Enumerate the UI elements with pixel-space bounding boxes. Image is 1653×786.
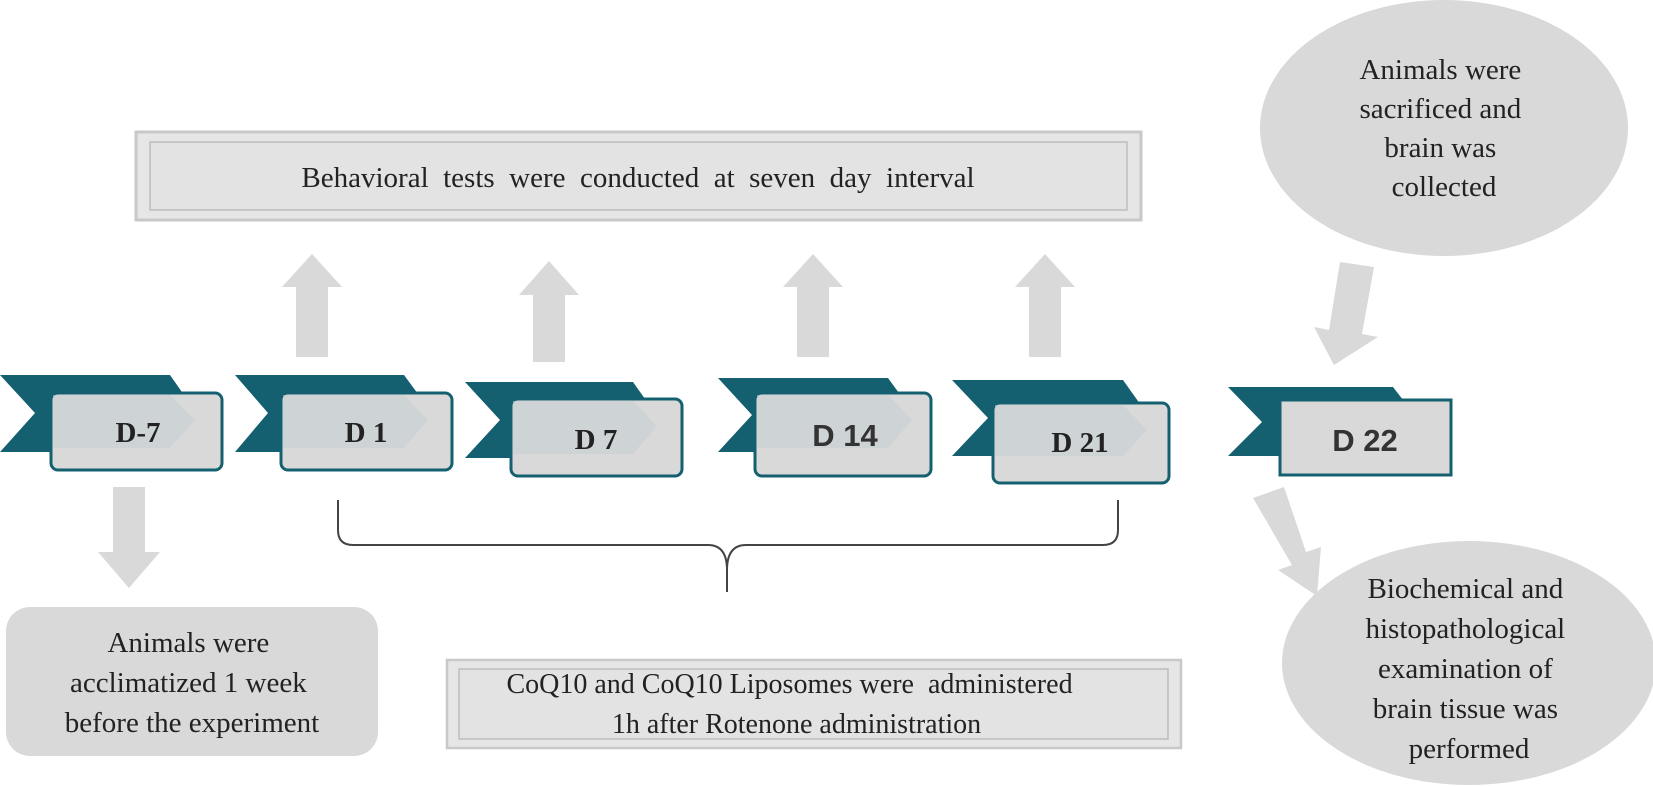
down-right-arrow-icon bbox=[1253, 487, 1321, 596]
day-label: D-7 bbox=[115, 417, 160, 449]
day-marker-d14: D 14 bbox=[718, 378, 933, 478]
exam-ellipse: Biochemical and histopathological examin… bbox=[1282, 541, 1653, 785]
day-marker-d-minus-7: D-7 bbox=[0, 375, 224, 472]
up-arrow-icon bbox=[1015, 254, 1075, 357]
up-arrow-icon bbox=[282, 254, 342, 357]
sacrifice-ellipse: Animals were sacrificed and brain was co… bbox=[1260, 0, 1628, 256]
exam-text: Biochemical and histopathological examin… bbox=[1366, 573, 1573, 765]
curly-brace bbox=[337, 500, 1119, 592]
day-label: D 1 bbox=[345, 417, 388, 449]
treatment-text: CoQ10 and CoQ10 Liposomes were administe… bbox=[506, 669, 1072, 740]
day-label: D 22 bbox=[1332, 423, 1397, 458]
day-label: D 14 bbox=[812, 418, 878, 453]
day-marker-d22: D 22 bbox=[1228, 387, 1453, 477]
acclimatize-text: Animals were acclimatized 1 week before … bbox=[65, 627, 319, 739]
up-arrow-icon bbox=[519, 261, 579, 362]
day-marker-d7: D 7 bbox=[465, 382, 684, 478]
up-arrow-icon bbox=[783, 254, 843, 357]
day-marker-d21: D 21 bbox=[952, 380, 1171, 485]
sacrifice-text: Animals were sacrificed and brain was co… bbox=[1359, 54, 1528, 203]
down-arrow-icon bbox=[1314, 262, 1378, 365]
day-label: D 21 bbox=[1051, 427, 1108, 459]
header-box-text: Behavioral tests were conducted at seven… bbox=[301, 162, 974, 194]
header-box: Behavioral tests were conducted at seven… bbox=[134, 130, 1143, 222]
acclimatize-box: Animals were acclimatized 1 week before … bbox=[6, 607, 378, 756]
day-label: D 7 bbox=[575, 424, 618, 456]
day-marker-d1: D 1 bbox=[235, 375, 454, 472]
down-arrow-icon bbox=[98, 487, 160, 588]
treatment-box: CoQ10 and CoQ10 Liposomes were administe… bbox=[445, 658, 1183, 750]
